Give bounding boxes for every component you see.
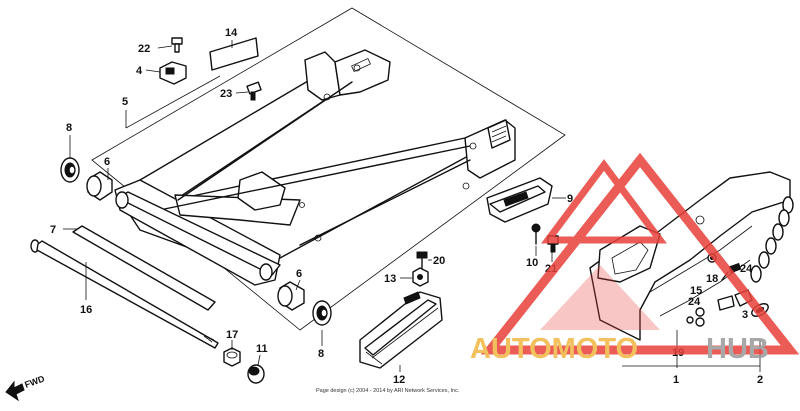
- callout-9: 9: [567, 193, 573, 205]
- dust-seal-right: [312, 300, 332, 326]
- pivot-cap: [247, 364, 265, 384]
- nut-13: [412, 267, 429, 287]
- chain-guide-12: [359, 291, 443, 369]
- callout-14: 14: [225, 27, 238, 39]
- callout-24-left: 24: [688, 296, 701, 308]
- bearing-left: [86, 171, 113, 201]
- bolt-22: [171, 37, 183, 53]
- callout-1: 1: [673, 374, 679, 386]
- callout-13: 13: [384, 273, 396, 285]
- callout-2: 2: [757, 374, 763, 386]
- watermark-hub: HUB: [706, 333, 769, 365]
- callout-6-right: 6: [296, 268, 302, 280]
- callout-23: 23: [220, 88, 232, 100]
- bolt-23: [246, 81, 262, 101]
- pivot-collar-tube: [72, 225, 216, 311]
- swingarm: [114, 49, 516, 286]
- callout-20: 20: [433, 255, 445, 267]
- pivot-tube-end: [115, 191, 129, 209]
- clip-4: [159, 61, 187, 85]
- pivot-bolt: [30, 239, 219, 349]
- callout-3: 3: [742, 309, 748, 321]
- callout-11: 11: [256, 343, 268, 355]
- swingarm-assembly-outline: [91, 7, 566, 331]
- leader-lines: [63, 40, 761, 372]
- callout-6-left: 6: [104, 156, 110, 168]
- callout-numbers: 5 8 6 7 16 17 11 6 8 22 4 14 23 9 10 21 …: [50, 27, 763, 386]
- callout-15: 15: [690, 285, 702, 297]
- callout-4: 4: [136, 65, 143, 77]
- copyright-text: Page design (c) 2004 - 2014 by ARI Netwo…: [316, 388, 460, 394]
- callout-12: 12: [393, 374, 405, 386]
- pivot-nut: [223, 347, 241, 367]
- drive-chain: [750, 196, 794, 283]
- bolt-20: [416, 251, 428, 271]
- bolt-24-left: [686, 307, 705, 327]
- callout-16: 16: [80, 304, 92, 316]
- pivot-tube-end-2: [259, 263, 273, 281]
- dust-seal-left: [60, 157, 80, 183]
- callout-5: 5: [122, 96, 128, 108]
- fwd-label: FWD: [23, 373, 46, 390]
- chain-slider: [486, 177, 553, 223]
- callout-10: 10: [526, 257, 538, 269]
- fwd-arrow: FWD: [5, 373, 46, 402]
- callout-8-right: 8: [318, 348, 324, 360]
- callout-7: 7: [50, 224, 56, 236]
- callout-22: 22: [138, 43, 150, 55]
- callout-17: 17: [226, 329, 238, 341]
- automotohub-watermark: AUTOMOTO HUB: [470, 152, 800, 365]
- label-14: [209, 37, 259, 71]
- watermark-automoto: AUTOMOTO: [470, 333, 638, 365]
- callout-24-right: 24: [740, 263, 753, 275]
- callout-8-left: 8: [66, 122, 72, 134]
- bearing-right: [277, 281, 305, 311]
- bolt-10: [531, 223, 541, 245]
- callout-18: 18: [706, 273, 718, 285]
